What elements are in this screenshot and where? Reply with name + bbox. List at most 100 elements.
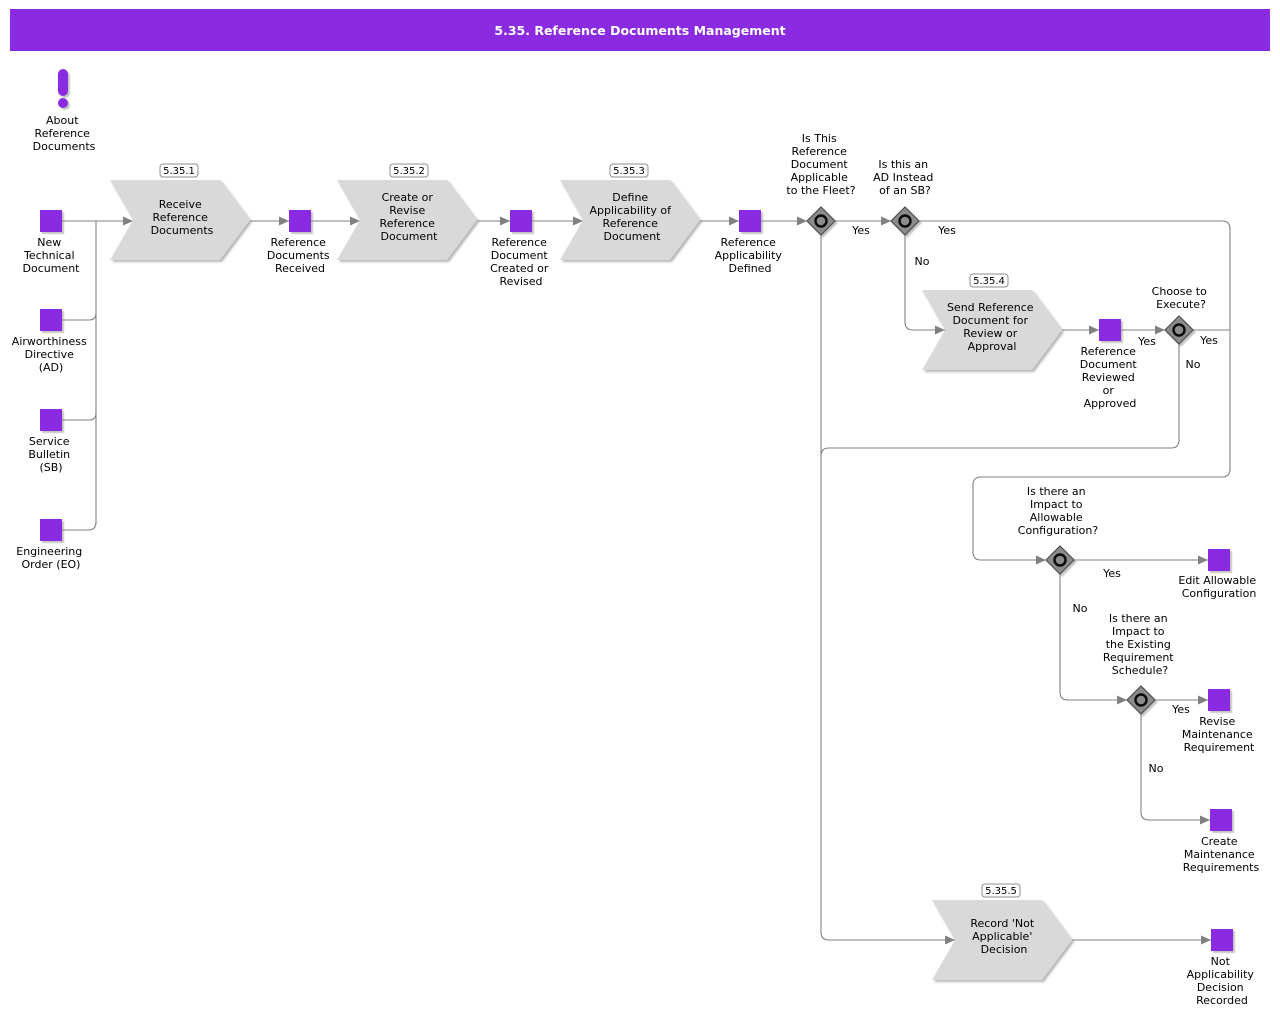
- event-square[interactable]: [1208, 689, 1230, 711]
- header-bar: [10, 9, 1270, 51]
- process-badge: 5.35.3: [613, 166, 645, 177]
- connector-ad-no-to-send-review: [904, 235, 945, 335]
- process-badge-box: [981, 883, 1021, 898]
- source-event-service-bulletin[interactable]: Service Bulletin (SB): [28, 409, 73, 474]
- decision-diamond[interactable]: [1164, 315, 1194, 345]
- milestone-edit-allowable-configuration[interactable]: Edit Allowable Configuration: [1178, 549, 1259, 600]
- event-square[interactable]: [1099, 319, 1121, 341]
- event-square[interactable]: [739, 210, 761, 232]
- process-badge: 5.35.5: [985, 886, 1017, 897]
- label-yes-reviewed: Yes: [1137, 335, 1156, 348]
- process-badge-box: [609, 163, 649, 178]
- process-arrow-shape[interactable]: [337, 180, 477, 260]
- event-label: Service Bulletin (SB): [28, 435, 73, 474]
- decision-impact-allowable-configuration[interactable]: Is there an Impact to Allowable Configur…: [1018, 485, 1099, 575]
- event-square[interactable]: [1208, 549, 1230, 571]
- process-arrow-shape[interactable]: [110, 180, 250, 260]
- milestone-reference-document-created-or-revised[interactable]: Reference Document Created or Revised: [490, 210, 552, 288]
- milestone-label: Not Applicability Decision Recorded: [1187, 955, 1258, 1007]
- process-receive-reference-documents[interactable]: 5.35.1 Receive Reference Documents: [110, 163, 250, 260]
- process-arrow-shape[interactable]: [560, 180, 700, 260]
- process-badge: 5.35.1: [163, 166, 195, 177]
- process-arrow-shape[interactable]: [932, 900, 1072, 980]
- decision-impact-requirement-schedule[interactable]: Is there an Impact to the Existing Requi…: [1103, 612, 1177, 715]
- connector-branch-sb: [62, 412, 97, 421]
- process-send-reference-document-for-review[interactable]: 5.35.4 Send Reference Document for Revie…: [922, 273, 1062, 370]
- connector-execute-no-join: [820, 344, 1180, 457]
- milestone-label: Reference Document Reviewed or Approved: [1080, 345, 1141, 410]
- decision-choose-to-execute[interactable]: Choose to Execute?: [1152, 285, 1211, 345]
- source-event-new-technical-document[interactable]: New Technical Document: [23, 210, 81, 275]
- milestone-not-applicability-decision-recorded[interactable]: Not Applicability Decision Recorded: [1187, 929, 1258, 1007]
- connectors: [62, 216, 1231, 945]
- gateway-circle-icon: [898, 214, 912, 228]
- connector-schedule-no-to-create: [1140, 714, 1210, 825]
- process-label: Create or Revise Reference Document: [380, 191, 439, 243]
- connector-fleet-no-to-record: [820, 235, 955, 945]
- label-yes-fleet: Yes: [851, 224, 870, 237]
- process-badge: 5.35.2: [393, 166, 425, 177]
- milestone-revise-maintenance-requirement[interactable]: Revise Maintenance Requirement: [1182, 689, 1256, 754]
- connector-branch-ad: [62, 312, 97, 321]
- gateway-circle-icon: [814, 214, 828, 228]
- decision-question: Is there an Impact to the Existing Requi…: [1103, 612, 1177, 677]
- decision-ad-instead-of-sb[interactable]: Is this an AD Instead of an SB?: [873, 158, 937, 236]
- label-yes-execute: Yes: [1199, 334, 1218, 347]
- process-record-not-applicable-decision[interactable]: 5.35.5 Record 'Not Applicable' Decision: [932, 883, 1072, 980]
- event-square[interactable]: [1210, 809, 1232, 831]
- decision-question: Is this an AD Instead of an SB?: [873, 158, 937, 197]
- milestone-label: Revise Maintenance Requirement: [1182, 715, 1256, 754]
- gateway-circle-icon: [1134, 693, 1148, 707]
- decision-applicable-to-fleet[interactable]: Is This Reference Document Applicable to…: [786, 132, 856, 236]
- process-arrow-shape[interactable]: [922, 290, 1062, 370]
- milestone-reference-applicability-defined[interactable]: Reference Applicability Defined: [715, 210, 786, 275]
- event-square[interactable]: [289, 210, 311, 232]
- gateway-circle-icon: [1172, 323, 1186, 337]
- label-yes-allowable: Yes: [1102, 567, 1121, 580]
- process-label: Define Applicability of Reference Docume…: [590, 191, 675, 243]
- event-square[interactable]: [40, 309, 62, 331]
- event-label: New Technical Document: [23, 236, 81, 275]
- event-label: Engineering Order (EO): [16, 545, 86, 571]
- decision-question: Is This Reference Document Applicable to…: [786, 132, 855, 197]
- event-square[interactable]: [1211, 929, 1233, 951]
- process-badge-box: [159, 163, 199, 178]
- exclamation-icon: [58, 69, 68, 108]
- source-event-engineering-order[interactable]: Engineering Order (EO): [16, 519, 86, 571]
- label-yes-schedule: Yes: [1171, 703, 1190, 716]
- decision-diamond[interactable]: [806, 206, 836, 236]
- event-square[interactable]: [40, 210, 62, 232]
- milestone-reference-documents-received[interactable]: Reference Documents Received: [267, 210, 333, 275]
- about-reference-documents[interactable]: About Reference Documents: [33, 69, 96, 153]
- connector-branch-eo: [62, 521, 97, 531]
- milestone-label: Create Maintenance Requirements: [1183, 835, 1260, 874]
- process-define-applicability-of-reference-document[interactable]: 5.35.3 Define Applicability of Reference…: [560, 163, 700, 260]
- process-badge: 5.35.4: [973, 276, 1005, 287]
- milestone-label: Edit Allowable Configuration: [1178, 574, 1259, 600]
- process-create-or-revise-reference-document[interactable]: 5.35.2 Create or Revise Reference Docume…: [337, 163, 477, 260]
- connector-ad-yes-to-allowable-decision: [919, 220, 1231, 565]
- milestone-reference-document-reviewed-or-approved[interactable]: Reference Document Reviewed or Approved: [1080, 319, 1141, 410]
- decision-question: Is there an Impact to Allowable Configur…: [1018, 485, 1099, 537]
- decision-diamond[interactable]: [1045, 545, 1075, 575]
- event-square[interactable]: [40, 519, 62, 541]
- decision-diamond[interactable]: [1126, 685, 1156, 715]
- decision-diamond[interactable]: [890, 206, 920, 236]
- milestone-label: Reference Applicability Defined: [715, 236, 786, 275]
- process-label: Record 'Not Applicable' Decision: [970, 917, 1037, 956]
- source-event-airworthiness-directive[interactable]: Airworthiness Directive (AD): [12, 309, 90, 374]
- milestone-create-maintenance-requirements[interactable]: Create Maintenance Requirements: [1183, 809, 1260, 874]
- label-no-allowable: No: [1073, 602, 1088, 615]
- event-label: Airworthiness Directive (AD): [12, 335, 90, 374]
- connector-allowable-no-to-schedule-decision: [1059, 574, 1127, 705]
- event-square[interactable]: [40, 409, 62, 431]
- page-title: 5.35. Reference Documents Management: [494, 23, 785, 38]
- process-label: Receive Reference Documents: [151, 198, 214, 237]
- process-label: Send Reference Document for Review or Ap…: [947, 301, 1037, 353]
- event-square[interactable]: [510, 210, 532, 232]
- label-no-execute: No: [1186, 358, 1201, 371]
- decision-question: Choose to Execute?: [1152, 285, 1211, 311]
- process-badge-box: [389, 163, 429, 178]
